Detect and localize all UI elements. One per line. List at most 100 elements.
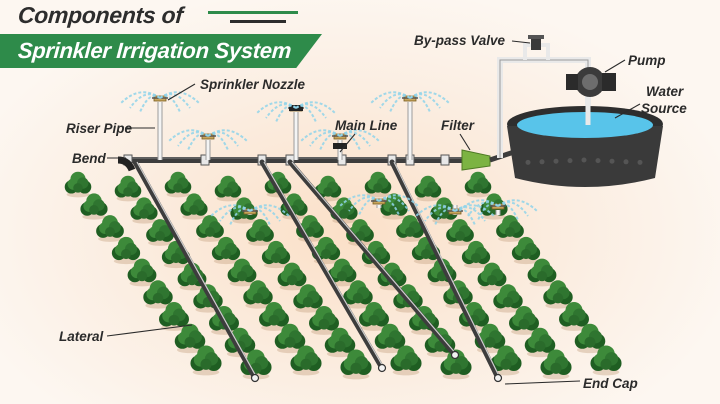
shrub-icon: [80, 193, 108, 220]
shrub-icon: [540, 349, 572, 380]
shrub-icon: [543, 280, 573, 309]
shrub-icon: [327, 258, 357, 287]
bend-fitting: [117, 156, 136, 172]
end-cap: [377, 363, 387, 373]
lateral-pipe: [287, 159, 458, 358]
leader-line: [167, 83, 196, 101]
leader-line: [339, 133, 356, 153]
tank-rivet: [595, 158, 601, 164]
title-line-2: Sprinkler Irrigation System: [17, 38, 293, 63]
water-spray: [497, 199, 539, 213]
label-pump: Pump: [628, 53, 666, 68]
lateral-highlight: [291, 161, 458, 356]
shrub-icon: [174, 323, 206, 354]
leader-line: [614, 103, 641, 119]
shrub-icon: [114, 175, 142, 202]
tank-body: [507, 126, 663, 187]
water-spray: [119, 91, 161, 105]
water-spray: [369, 91, 411, 105]
tank-rivet: [623, 159, 629, 165]
water-spray: [229, 207, 251, 226]
shrub-icon: [190, 345, 222, 376]
shrub-icon: [359, 302, 389, 331]
shrub-icon: [227, 258, 257, 287]
water-spray: [249, 204, 291, 218]
leader-line: [511, 40, 531, 44]
water-spray: [339, 132, 361, 151]
tank-rivet: [609, 158, 615, 164]
shrub-icon: [490, 345, 522, 376]
shrub-icon: [364, 171, 392, 198]
label-end-cap: End Cap: [583, 376, 638, 391]
water-spray: [434, 207, 456, 226]
shrub-icon: [396, 215, 424, 242]
label-leader-lines: [106, 40, 641, 385]
shrub-icon: [590, 345, 622, 376]
water-surface: [517, 112, 653, 138]
shrub-icon: [96, 215, 124, 242]
water-spray: [295, 104, 317, 123]
shrub-icon: [464, 171, 492, 198]
shrub-icon: [309, 306, 339, 335]
shrub-icon: [324, 327, 356, 358]
water-spray: [255, 101, 297, 115]
pump-icon: [566, 67, 616, 97]
lateral-pipe: [389, 159, 501, 381]
end-cap: [250, 373, 260, 383]
water-spray: [409, 91, 451, 105]
label-main-line: Main Line: [335, 118, 398, 133]
water-spray: [319, 132, 341, 151]
title-line-1: Components of: [17, 2, 184, 28]
water-spray: [454, 204, 496, 218]
water-spray: [139, 94, 161, 113]
leader-line: [106, 324, 193, 337]
shrub-icon: [461, 240, 491, 269]
water-spray: [414, 204, 456, 218]
water-spray: [409, 94, 431, 113]
water-spray: [299, 129, 341, 143]
shrub-icon: [446, 219, 474, 246]
shrub-icon: [574, 323, 606, 354]
water-spray: [159, 94, 181, 113]
lateral-highlight: [393, 161, 501, 379]
label-water-source-line1: Water: [646, 84, 684, 99]
label-riser-pipe: Riser Pipe: [66, 121, 133, 136]
tank-rivet: [539, 159, 545, 165]
tank-rivet: [637, 159, 643, 165]
leader-line: [459, 133, 471, 151]
water-spray: [378, 194, 420, 208]
shrub-icon: [390, 345, 422, 376]
water-spray: [339, 129, 381, 143]
shrub-icon: [343, 280, 373, 309]
water-spray: [275, 104, 297, 123]
shrub-icon: [477, 262, 507, 291]
shrub-icon: [414, 175, 442, 202]
shrub-icon: [243, 280, 273, 309]
tank-rivet: [567, 158, 573, 164]
tank-rivet: [525, 159, 531, 165]
water-spray: [209, 204, 251, 218]
shrub-icon: [261, 240, 291, 269]
water-tank-icon: [507, 67, 663, 187]
plant-field: [64, 171, 622, 380]
shrub-icon: [277, 262, 307, 291]
lateral-pipe: [259, 159, 385, 371]
shrub-icon: [146, 219, 174, 246]
label-lateral: Lateral: [59, 329, 104, 344]
water-spray: [207, 129, 249, 143]
water-spray: [358, 197, 380, 216]
water-sprays: [119, 91, 539, 226]
label-sprinkler-nozzle: Sprinkler Nozzle: [200, 77, 306, 92]
water-spray: [207, 132, 229, 151]
shrub-icon: [511, 236, 541, 265]
shrub-icon: [440, 349, 472, 380]
water-spray: [295, 101, 337, 115]
water-spray: [454, 207, 476, 226]
end-cap: [493, 373, 503, 383]
shrub-icon: [259, 302, 289, 331]
shrub-icon: [246, 219, 274, 246]
water-spray: [378, 197, 400, 216]
water-spray: [167, 129, 209, 143]
shrub-icon: [559, 302, 589, 331]
